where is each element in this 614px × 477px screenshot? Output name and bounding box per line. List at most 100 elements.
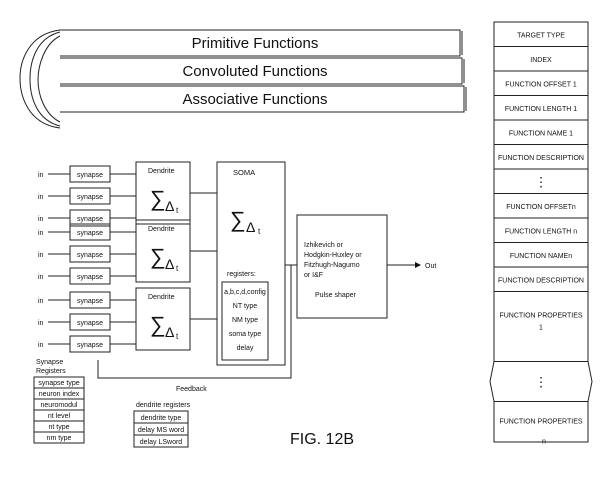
layer-curve-mid: [29, 31, 61, 127]
table-break-ellipsis: ⋮: [535, 375, 548, 390]
synapse-registers-title-1: Synapse: [36, 359, 63, 366]
table-properties-n-label: FUNCTION PROPERTIES: [499, 419, 582, 426]
dendrite-t-subscript: t: [176, 332, 179, 341]
dendrite-sum-symbol: ∑: [150, 186, 166, 211]
synapse-register-cell: [33, 431, 85, 444]
synapse-register: synapse type: [38, 380, 79, 387]
shaper-line-3: Fitzhugh-Nagumo: [304, 262, 360, 269]
synapse-label: synapse: [77, 252, 103, 259]
dendrite-register: dendrite type: [141, 415, 182, 422]
layer-curve-inner: [37, 35, 61, 123]
dendrite-label: Dendrite: [148, 294, 175, 301]
feedback-label: Feedback: [176, 386, 207, 393]
synapse-registers-title-2: Registers: [36, 368, 66, 375]
dendrite-sum-symbol: ∑: [150, 244, 166, 269]
dendrite-registers-title: dendrite registers: [136, 402, 191, 409]
target-function-table: TARGET TYPE INDEX FUNCTION OFFSET 1 FUNCTIO…: [489, 21, 593, 446]
dendrite-sum-symbol: ∑: [150, 312, 166, 337]
layer-label-convoluted: Convoluted Functions: [182, 63, 327, 80]
dendrite-delta-symbol: Δ: [165, 324, 174, 340]
table-cell: FUNCTION LENGTH n: [505, 228, 577, 235]
synapse-register: nm type: [47, 435, 72, 442]
input-label: in: [38, 274, 44, 281]
synapse-register: neuron index: [39, 391, 80, 398]
soma-sum-symbol: ∑: [230, 207, 246, 232]
dendrite-label: Dendrite: [148, 168, 175, 175]
pulse-shaper-label: Pulse shaper: [315, 292, 357, 299]
dendrite-delta-symbol: Δ: [165, 198, 174, 214]
synapse-label: synapse: [77, 274, 103, 281]
soma-registers-box: [221, 281, 269, 361]
input-label: in: [38, 298, 44, 305]
table-properties-1-label: FUNCTION PROPERTIES: [499, 313, 582, 320]
table-cell: FUNCTION OFFSET 1: [505, 81, 577, 88]
table-ellipsis: ⋮: [535, 174, 548, 189]
table-cell: FUNCTION NAME 1: [509, 130, 573, 137]
layer-curve-outer: [19, 29, 61, 129]
input-label: in: [38, 230, 44, 237]
synapse-register: neuromodul: [41, 402, 78, 409]
input-label: in: [38, 216, 44, 223]
dendrite-delta-symbol: Δ: [165, 256, 174, 272]
soma-delta-symbol: Δ: [246, 219, 255, 235]
soma-box: [216, 161, 286, 366]
dendrite-register-list: dendrite type delay MS word delay LSword: [133, 410, 189, 448]
dendrite-register: delay MS word: [138, 427, 184, 434]
synapse-register-list: synapse type neuron index neuromodul nt lev…: [33, 376, 85, 444]
soma-register: a,b,c,d,config: [224, 289, 266, 296]
input-label: in: [38, 320, 44, 327]
soma-register: delay: [237, 345, 254, 352]
input-label: in: [38, 172, 44, 179]
synapse-inputs: in synapse in synapse in synapse in synapse in sy…: [38, 165, 136, 353]
shaper-line-2: Hodgkin-Huxley or: [304, 252, 362, 259]
synapse-label: synapse: [77, 194, 103, 201]
table-cell: FUNCTION LENGTH 1: [505, 106, 577, 113]
dendrite-label: Dendrite: [148, 226, 175, 233]
synapse-register: nt level: [48, 413, 71, 420]
dendrite-register: delay LSword: [140, 439, 183, 446]
pulse-shaper: Izhikevich or Hodgkin-Huxley or Fitzhugh…: [296, 214, 388, 319]
layer-primitive: [60, 29, 461, 57]
synapse-register: nt type: [48, 424, 69, 431]
synapse-label: synapse: [77, 216, 103, 223]
table-cell: FUNCTION NAMEn: [510, 253, 572, 260]
synapse-label: synapse: [77, 320, 103, 327]
table-properties-n-index: – n: [536, 439, 546, 446]
table-properties-n: [493, 401, 589, 443]
synapse-label: synapse: [77, 172, 103, 179]
soma-registers-label: registers:: [227, 271, 256, 278]
input-label: in: [38, 342, 44, 349]
synapse-label: synapse: [77, 342, 103, 349]
layer-associative: [60, 85, 465, 113]
synapse-registers: Synapse Registers synapse type neuron ind…: [33, 359, 85, 444]
feedback-line: [97, 265, 292, 379]
layer-label-associative: Associative Functions: [182, 91, 327, 108]
table-cell: FUNCTION DESCRIPTION: [498, 277, 584, 284]
dendrite-t-subscript: t: [176, 206, 179, 215]
table-properties-1-index: 1: [539, 325, 543, 332]
pulse-shaper-box: [296, 214, 388, 319]
soma-register: NM type: [232, 317, 258, 324]
layer-convoluted: [60, 57, 463, 85]
table-cell: INDEX: [530, 57, 552, 64]
synapse-label: synapse: [77, 298, 103, 305]
dendrite-t-subscript: t: [176, 264, 179, 273]
soma-t-subscript: t: [258, 227, 261, 236]
table-cell: TARGET TYPE: [517, 32, 565, 39]
input-label: in: [38, 194, 44, 201]
function-layers: [19, 29, 467, 129]
layer-label-primitive: Primitive Functions: [192, 35, 319, 52]
input-label: in: [38, 252, 44, 259]
figure-label: FIG. 12B: [290, 431, 354, 448]
table-cell: FUNCTION OFFSETn: [506, 204, 576, 211]
shaper-line-1: Izhikevich or: [304, 242, 344, 249]
out-label: Out: [425, 263, 436, 270]
soma-register: soma type: [229, 331, 261, 338]
table-cell: FUNCTION DESCRIPTION: [498, 155, 584, 162]
soma-label: SOMA: [233, 168, 255, 177]
dendrite-register-cell: [133, 434, 189, 448]
